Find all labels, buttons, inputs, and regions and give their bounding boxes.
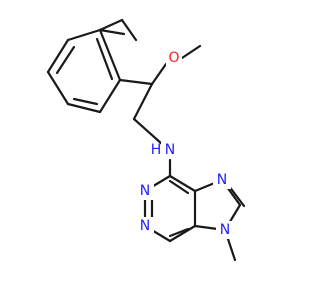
bond bbox=[46, 38, 70, 74]
bond bbox=[66, 28, 102, 42]
bond bbox=[227, 184, 246, 208]
bond bbox=[168, 227, 190, 238]
ring-nitrogen-n7-label: N bbox=[217, 172, 227, 188]
bond bbox=[168, 179, 190, 195]
molecule-canvas: O N H N N N N bbox=[46, 18, 246, 262]
bond bbox=[132, 82, 154, 121]
bond bbox=[98, 18, 124, 32]
atom-label-group: O N H N N N N bbox=[136, 49, 234, 239]
amine-nitrogen-label: N bbox=[165, 142, 175, 158]
bond bbox=[98, 28, 126, 36]
ring-nitrogen-n3-label: N bbox=[140, 218, 150, 234]
bond bbox=[72, 97, 99, 106]
oxygen-atom-label: O bbox=[168, 50, 179, 66]
ring-nitrogen-n9-label: N bbox=[220, 222, 230, 238]
bond bbox=[132, 117, 164, 146]
bond-group bbox=[46, 18, 246, 262]
bond bbox=[98, 78, 122, 114]
structure-diagram: O N H N N N N bbox=[46, 18, 246, 262]
bond bbox=[120, 18, 138, 42]
bond bbox=[168, 224, 197, 243]
bond bbox=[55, 45, 76, 75]
bond bbox=[95, 37, 114, 81]
bond bbox=[150, 62, 168, 86]
ring-nitrogen-n1-label: N bbox=[140, 183, 150, 199]
bond bbox=[46, 70, 70, 106]
bond bbox=[180, 44, 202, 60]
amine-hydrogen-label: H bbox=[151, 142, 162, 158]
bond bbox=[118, 78, 154, 86]
bond bbox=[66, 102, 102, 114]
bond bbox=[98, 28, 122, 82]
bond bbox=[168, 174, 197, 193]
